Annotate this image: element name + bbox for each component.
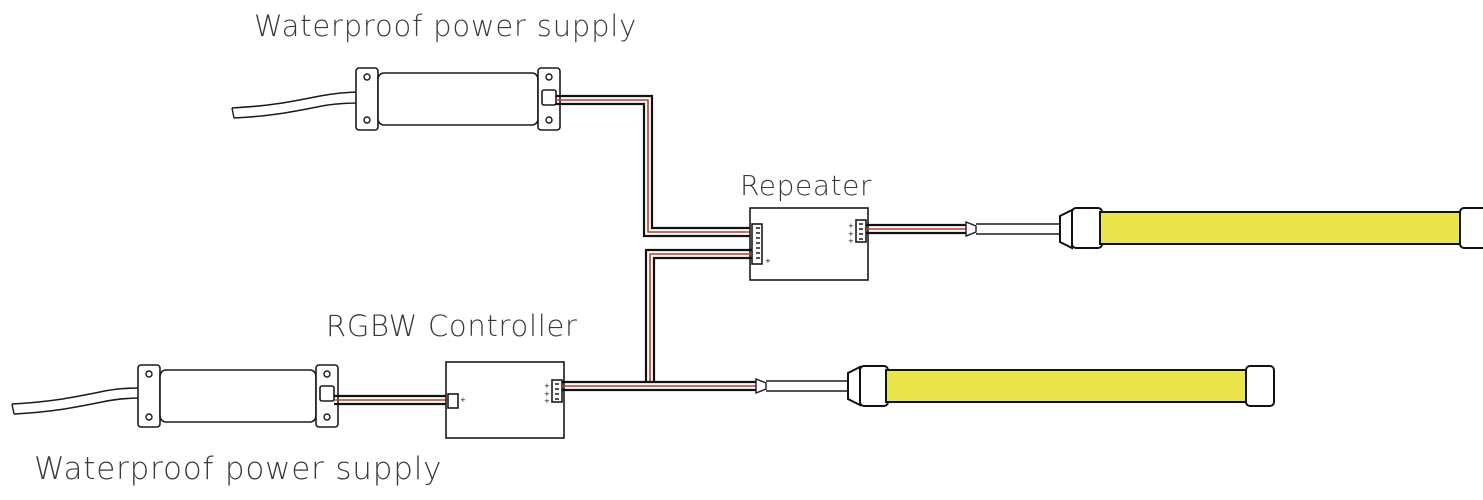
repeater-box: + + + +	[749, 207, 869, 281]
led-strip-bottom	[847, 365, 1275, 407]
label-power-supply-top: Waterproof power supply	[254, 9, 638, 43]
label-power-supply-bottom: Waterproof power supply	[34, 451, 443, 487]
power-supply-bottom	[11, 364, 339, 428]
wire-psu-bottom-to-controller	[334, 394, 448, 406]
label-rgbw-controller: RGBW Controller	[326, 309, 578, 343]
svg-text:+: +	[848, 222, 854, 230]
svg-text:+: +	[544, 382, 550, 390]
wire-psu-top-to-repeater	[556, 94, 752, 238]
wire-controller-to-repeater	[644, 248, 752, 382]
svg-text:+: +	[848, 230, 854, 238]
svg-text:+: +	[544, 390, 550, 398]
svg-text:+: +	[460, 396, 466, 404]
wire-repeater-to-led-top	[866, 220, 1060, 238]
svg-text:+: +	[544, 397, 550, 405]
power-supply-top	[231, 67, 561, 131]
rgbw-controller-box: + + + +	[445, 361, 565, 439]
wire-controller-to-led-bottom	[562, 377, 848, 395]
led-strip-top	[1059, 207, 1483, 250]
label-repeater: Repeater	[740, 169, 873, 202]
svg-text:+: +	[765, 257, 771, 265]
svg-text:+: +	[848, 237, 854, 245]
